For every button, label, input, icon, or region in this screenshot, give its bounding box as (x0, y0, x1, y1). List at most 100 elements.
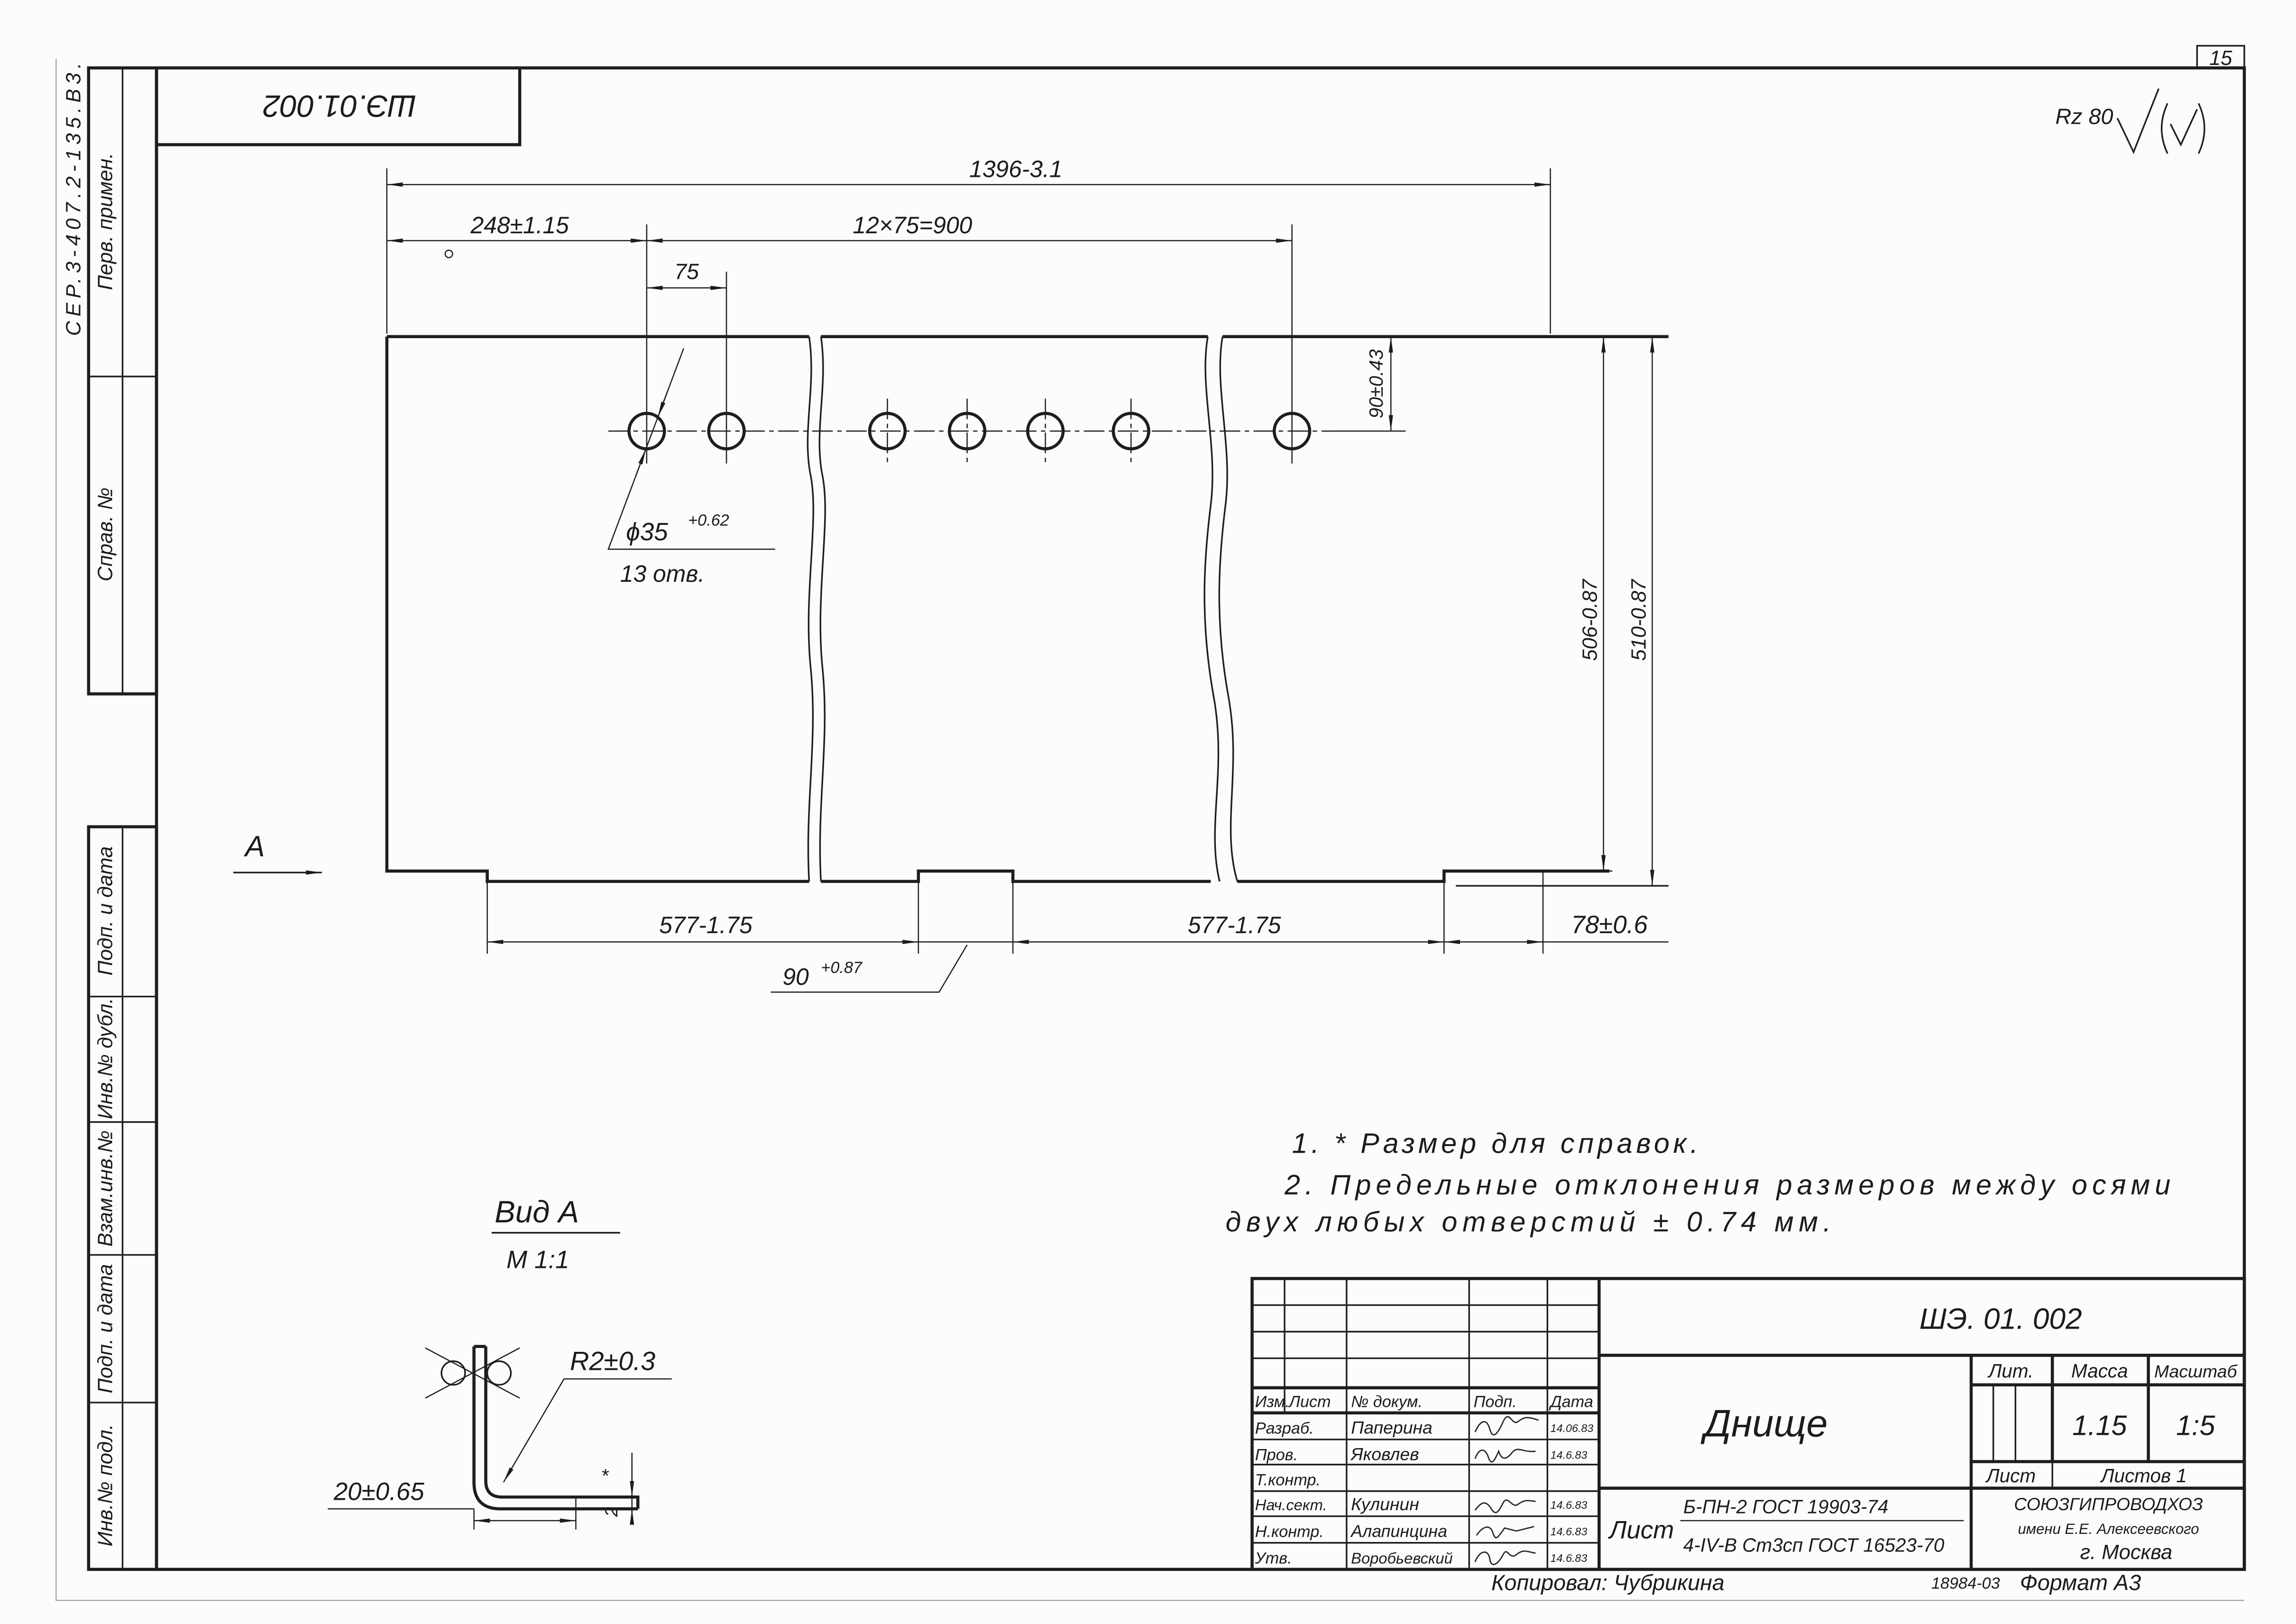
plan-view: 1396-3.1 248±1.15 12×75=900 75 90±0.43 ϕ… (233, 156, 1669, 993)
break-line (1203, 336, 1221, 882)
role-developer: Разраб. (1255, 1419, 1314, 1437)
dim-segment-left: 577-1.75 (659, 912, 753, 938)
dim-hole-spacing-total: 12×75=900 (853, 212, 972, 239)
technical-notes: 1. * Размер для справок. 2. Предельные о… (1225, 1128, 2170, 1238)
rotated-code-frame (155, 66, 522, 147)
signature-checker (1474, 1449, 1536, 1463)
signature-approver (1474, 1550, 1536, 1565)
dim-hole-diameter: ϕ35 (626, 518, 668, 546)
lit-header: Лит. (1987, 1360, 2034, 1382)
mass-value: 1.15 (2072, 1409, 2127, 1441)
name-approver: Воробьевский (1351, 1549, 1453, 1567)
side-stamp-top: Перв. примен. Справ. № (87, 66, 158, 696)
note-2: 2. Предельные отклонения размеров между … (1284, 1169, 2170, 1201)
sheets-total: Листов 1 (2100, 1465, 2187, 1486)
role-approver: Утв. (1255, 1549, 1292, 1567)
dim-middle-tab: 90 (782, 963, 809, 990)
role-tech-control: Т.контр. (1255, 1471, 1321, 1489)
original-inventory-label: Инв.№ подл. (94, 1424, 117, 1546)
col-date: Дата (1549, 1393, 1593, 1411)
dim-width-inner: 506-0.87 (1579, 578, 1602, 661)
title-block: ШЭ. 01. 002 Днище Лит. Масса Масштаб 1.1… (1250, 1277, 2246, 1571)
page-number: 15 (2209, 47, 2232, 70)
rotated-code-box: ШЭ.01.002 (155, 66, 522, 147)
flange-profile (472, 1345, 640, 1511)
section-mark-cross (425, 1347, 520, 1399)
duplicate-inventory-label: Инв.№ дубл. (94, 998, 117, 1119)
roughness-check-small-icon (2169, 109, 2198, 147)
sign-date-label: Подп. и дата (94, 1264, 117, 1394)
roughness-check-icon (2116, 88, 2160, 154)
organization-city: г. Москва (2080, 1541, 2173, 1564)
part-name: Днище (1700, 1403, 1828, 1445)
break-line (1218, 336, 1239, 882)
date-approver: 14.6.83 (1551, 1552, 1588, 1564)
title-block-grid-main (1252, 1278, 1601, 1569)
dim-overall-length: 1396-3.1 (969, 156, 1063, 183)
name-norm-control: Алапинцина (1350, 1522, 1447, 1541)
drawing-border (155, 66, 2246, 1571)
middle-tab-leader (771, 945, 968, 993)
view-a-marker: А (243, 830, 265, 863)
signature-developer (1474, 1416, 1539, 1436)
dim-hole-diameter-tolerance: +0.62 (688, 511, 729, 529)
first-use-label: Перв. примен. (94, 153, 117, 290)
col-document-no: № докум. (1351, 1393, 1423, 1411)
view-a-scale: М 1:1 (506, 1246, 569, 1274)
date-checker: 14.6.83 (1551, 1449, 1588, 1461)
name-checker: Яковлев (1350, 1444, 1419, 1464)
role-checker: Пров. (1255, 1446, 1298, 1464)
roughness-paren-right-icon (2197, 103, 2205, 154)
title-block-grid-right (1599, 1354, 2245, 1569)
series-designation: СЕР.3-407.2-135.В3. (63, 63, 85, 336)
sheet-label: Лист (1985, 1465, 2036, 1486)
col-signature: Подп. (1474, 1393, 1517, 1411)
dim-first-hole-offset: 248±1.15 (470, 212, 569, 239)
note-2-continued: двух любых отверстий ± 0.74 мм. (1225, 1206, 1831, 1238)
hole-leader-arrow (635, 449, 647, 476)
page-number-box (2196, 45, 2245, 69)
view-a-title: Вид А (495, 1194, 579, 1229)
sign-date-label: Подп. и дата (94, 846, 117, 976)
copy-marks: Копировал: Чубрикина 18984-03 Формат А3 (1491, 1570, 2141, 1595)
date-section-head: 14.6.83 (1551, 1499, 1588, 1511)
section-mark-circle (486, 1360, 512, 1386)
date-norm-control: 14.6.83 (1551, 1525, 1588, 1538)
hole-leader-arrow (657, 389, 669, 418)
break-line (818, 336, 826, 881)
extension-line (473, 1498, 577, 1530)
hole-count: 13 отв. (620, 560, 705, 587)
role-norm-control: Н.контр. (1255, 1523, 1324, 1541)
dim-width-outer: 510-0.87 (1627, 578, 1650, 661)
col-change: Изм. (1255, 1393, 1290, 1411)
copied-by: Копировал: Чубрикина (1491, 1570, 1725, 1595)
sheet-frame: 15 СЕР.3-407.2-135.В3. (55, 45, 2246, 1601)
side-stamp-bottom: Подп. и дата Инв.№ дубл. Взам.инв.№ Подп… (87, 825, 158, 1571)
material-prefix: Лист (1608, 1516, 1674, 1544)
paper-edge (55, 59, 2245, 1601)
break-line (807, 336, 814, 881)
roughness-paren-left-icon (2161, 103, 2168, 154)
radius-leader (503, 1378, 672, 1483)
side-stamp-top-grid (88, 68, 157, 694)
signature-norm-control (1476, 1526, 1534, 1539)
mass-header: Масса (2071, 1360, 2128, 1382)
title-block-grid-lit (1992, 1385, 2053, 1488)
sheet-format: Формат А3 (2020, 1570, 2141, 1595)
extension-line (487, 871, 1544, 954)
organization-dedication: имени Е.Е. Алексеевского (2018, 1521, 2199, 1537)
dim-thickness: 2 (601, 1507, 621, 1517)
side-stamp-bottom-grid (88, 826, 157, 1569)
title-block-frame (1250, 1277, 2246, 1571)
designation: ШЭ. 01. 002 (1919, 1303, 2082, 1335)
order-number: 18984-03 (1931, 1574, 2000, 1592)
scale-value: 1:5 (2176, 1409, 2215, 1441)
dim-bend-radius: R2±0.3 (570, 1346, 655, 1376)
note-1: 1. * Размер для справок. (1292, 1128, 1698, 1159)
reference-mark: * (601, 1465, 609, 1486)
view-a: Вид А М 1:1 R2±0.3 20±0.65 * 2 (328, 1194, 672, 1530)
material-denominator: 4-IV-В Ст3сп ГОСТ 16523-70 (1683, 1534, 1945, 1556)
plate-outline (385, 335, 1669, 883)
dim-hole-axis-offset: 90±0.43 (1365, 349, 1387, 418)
